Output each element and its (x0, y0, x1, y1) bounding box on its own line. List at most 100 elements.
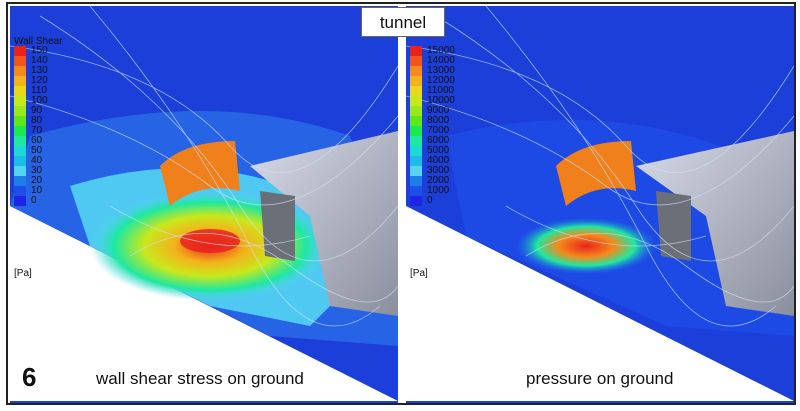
legend-row: 1000 (410, 186, 455, 196)
legend-value: 0 (31, 195, 37, 206)
legend-row: 30 (14, 166, 48, 176)
figure-frame: Wall Shear 150 140 130 120 110 100 90 80… (6, 2, 796, 405)
legend-value: 110 (31, 85, 47, 96)
legend-swatch (14, 106, 26, 116)
legend-value: 1000 (427, 185, 450, 196)
legend-swatch (14, 116, 26, 126)
legend-swatch (14, 76, 26, 86)
step-number: 6 (22, 362, 37, 392)
legend-value: 9000 (427, 105, 450, 116)
legend-swatch (410, 146, 422, 156)
legend-swatch (14, 136, 26, 146)
legend-row: 7000 (410, 126, 455, 136)
legend-row: 120 (14, 76, 48, 86)
legend-swatch (14, 166, 26, 176)
legend-swatch (14, 86, 26, 96)
legend-row: 9000 (410, 106, 455, 116)
legend-swatch (14, 146, 26, 156)
legend-value: 2000 (427, 175, 450, 186)
legend-value: 50 (31, 145, 43, 156)
legend-row: 130 (14, 66, 48, 76)
legend-value: 8000 (427, 115, 450, 126)
legend-unit: [Pa] (14, 268, 32, 279)
legend-value: 130 (31, 65, 48, 76)
legend-value: 40 (31, 155, 43, 166)
legend-value: 60 (31, 135, 43, 146)
legend-swatch (410, 106, 422, 116)
legend-row: 10 (14, 186, 48, 196)
legend-title: Wall Shear (14, 36, 63, 47)
legend-swatch (410, 56, 422, 66)
legend-swatch (14, 126, 26, 136)
legend-value: 10000 (427, 95, 455, 106)
legend-value: 20 (31, 175, 43, 186)
legend-row: 4000 (410, 156, 455, 166)
legend-swatch (14, 196, 26, 206)
legend-value: 150 (31, 45, 48, 56)
legend-unit: [Pa] (410, 268, 428, 279)
legend-swatch (410, 166, 422, 176)
legend-swatch (410, 156, 422, 166)
legend-swatch (410, 186, 422, 196)
legend-row: 11000 (410, 86, 455, 96)
legend-row: 70 (14, 126, 48, 136)
legend-swatch (410, 86, 422, 96)
legend-row: 13000 (410, 66, 455, 76)
legend-value: 4000 (427, 155, 450, 166)
legend-row: 20 (14, 176, 48, 186)
legend-row: 2000 (410, 176, 455, 186)
wall-shear-panel: Wall Shear 150 140 130 120 110 100 90 80… (10, 6, 398, 403)
legend-value: 3000 (427, 165, 450, 176)
legend-row: 100 (14, 96, 48, 106)
legend-value: 7000 (427, 125, 450, 136)
legend-row: 80 (14, 116, 48, 126)
legend-swatch (14, 46, 26, 56)
legend-swatch (410, 176, 422, 186)
legend-swatch (410, 76, 422, 86)
legend-swatch (14, 186, 26, 196)
legend-value: 30 (31, 165, 43, 176)
legend-row: 150 (14, 46, 48, 56)
legend-swatch (14, 176, 26, 186)
legend-row: 50 (14, 146, 48, 156)
legend-row: 15000 (410, 46, 455, 56)
legend-swatch (410, 66, 422, 76)
legend-swatch (410, 46, 422, 56)
legend-row: 10000 (410, 96, 455, 106)
legend-row: 8000 (410, 116, 455, 126)
legend-swatch (410, 126, 422, 136)
legend-value: 6000 (427, 135, 450, 146)
legend-swatch (14, 66, 26, 76)
legend-row: 0 (410, 196, 455, 206)
legend-value: 0 (427, 195, 433, 206)
panel-divider (400, 6, 406, 403)
pressure-panel: 15000 14000 13000 12000 11000 10000 9000… (406, 6, 794, 403)
legend-value: 14000 (427, 55, 455, 66)
legend-row: 110 (14, 86, 48, 96)
pressure-legend: 15000 14000 13000 12000 11000 10000 9000… (410, 46, 455, 206)
legend-swatch (410, 196, 422, 206)
legend-row: 40 (14, 156, 48, 166)
legend-value: 100 (31, 95, 48, 106)
legend-value: 120 (31, 75, 48, 86)
legend-row: 3000 (410, 166, 455, 176)
legend-value: 90 (31, 105, 43, 116)
legend-value: 15000 (427, 45, 455, 56)
legend-row: 12000 (410, 76, 455, 86)
legend-swatch (410, 116, 422, 126)
legend-swatch (410, 96, 422, 106)
legend-row: 6000 (410, 136, 455, 146)
legend-value: 13000 (427, 65, 455, 76)
pressure-caption: pressure on ground (526, 369, 674, 388)
legend-row: 60 (14, 136, 48, 146)
legend-value: 5000 (427, 145, 450, 156)
legend-swatch (14, 56, 26, 66)
legend-swatch (14, 96, 26, 106)
wall-shear-caption: wall shear stress on ground (96, 369, 304, 388)
legend-row: 140 (14, 56, 48, 66)
legend-row: 90 (14, 106, 48, 116)
wall-shear-legend: 150 140 130 120 110 100 90 80 70 60 50 4… (14, 46, 48, 206)
legend-row: 14000 (410, 56, 455, 66)
legend-value: 10 (31, 185, 43, 196)
legend-swatch (410, 136, 422, 146)
